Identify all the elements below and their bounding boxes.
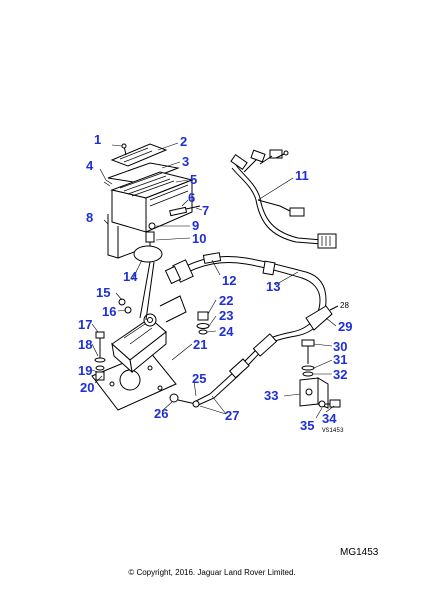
callout-20: 1 [94, 132, 101, 147]
abutment-bracket [299, 305, 341, 409]
copyright-notice: © Copyright, 2016. Jaguar Land Rover Lim… [128, 568, 296, 577]
callout-26: 10 [192, 231, 206, 246]
drawing-code: MG1453 [340, 547, 379, 558]
callout-34: 34 [322, 411, 337, 426]
selector-cable [164, 252, 327, 408]
callout-16: 20 [80, 380, 94, 395]
callouts: 1 2 3 4 5 6 7 8 9 10 11 12 13 14 15 16 1… [78, 132, 352, 434]
callout-22: 8 [86, 210, 93, 225]
callout-29: 29 [338, 319, 352, 334]
callout-23: 6 [188, 190, 195, 205]
callout-21: 4 [86, 158, 94, 173]
callout-25: 9 [192, 218, 199, 233]
callout-5: 25 [192, 371, 206, 386]
callout-15: 19 [78, 363, 92, 378]
callout-12: 16 [102, 304, 116, 319]
callout-1: 13 [266, 279, 280, 294]
callout-9: 24 [219, 324, 234, 339]
leader-lines [91, 142, 337, 419]
callout-6: 21 [193, 337, 207, 352]
callout-17: 5 [190, 172, 197, 187]
reference-code: VS1453 [322, 427, 344, 434]
callout-4: 26 [154, 406, 168, 421]
callout-13: 17 [78, 317, 92, 332]
callout-14: 18 [78, 337, 92, 352]
callout-31: 31 [333, 352, 347, 367]
selector-housing [103, 143, 201, 259]
callout-32: 32 [333, 367, 347, 382]
callout-8: 23 [219, 308, 233, 323]
callout-24: 7 [202, 203, 209, 218]
callout-10: 15 [96, 285, 110, 300]
callout-2: 12 [222, 273, 236, 288]
callout-33: 33 [264, 388, 278, 403]
wiring-harness [230, 149, 337, 249]
selector-lever [91, 245, 210, 411]
callout-7: 22 [219, 293, 233, 308]
callout-30: 30 [333, 339, 347, 354]
inline-label-28: 28 [340, 301, 349, 310]
callout-35: 35 [300, 418, 314, 433]
callout-19: 2 [180, 134, 187, 149]
callout-3: 27 [225, 408, 239, 423]
callout-18: 3 [182, 154, 189, 169]
callout-11: 14 [123, 269, 138, 284]
callout-27: 11 [295, 168, 309, 183]
